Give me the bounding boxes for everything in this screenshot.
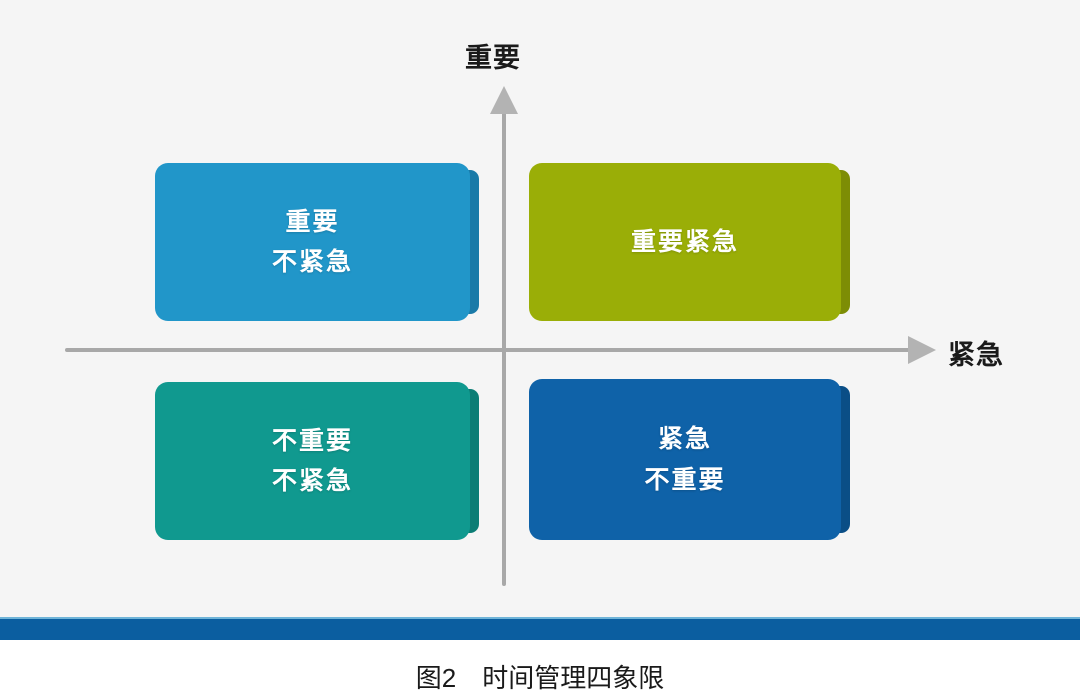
quadrant-face xyxy=(155,163,470,321)
quadrant-face xyxy=(529,163,841,321)
diagram-canvas: 重要 紧急 重要不紧急 重要紧急 不重要不紧急 紧急不重要 xyxy=(65,43,1004,586)
quadrant-urgent-not-important[interactable]: 紧急不重要 xyxy=(529,379,850,540)
quadrant-label: 紧急不重要 xyxy=(644,425,726,494)
quadrant-label: 不重要不紧急 xyxy=(271,426,353,496)
x-axis-label: 紧急 xyxy=(948,340,1004,370)
quadrant-face xyxy=(155,382,470,540)
figure-caption: 图2 时间管理四象限 xyxy=(415,663,665,693)
y-axis-label: 重要 xyxy=(465,43,521,73)
x-axis-line xyxy=(65,348,920,352)
footer-rule xyxy=(0,617,1080,640)
quadrant-not-important-not-urgent[interactable]: 不重要不紧急 xyxy=(155,382,479,540)
arrow-up-icon xyxy=(490,86,518,114)
quadrant-label: 重要不紧急 xyxy=(271,207,353,277)
arrow-right-icon xyxy=(908,336,936,364)
quadrant-face xyxy=(529,379,841,540)
quadrant-important-not-urgent[interactable]: 重要不紧急 xyxy=(155,163,479,321)
quadrant-important-urgent[interactable]: 重要紧急 xyxy=(529,163,850,321)
quadrant-label: 重要紧急 xyxy=(630,227,739,256)
